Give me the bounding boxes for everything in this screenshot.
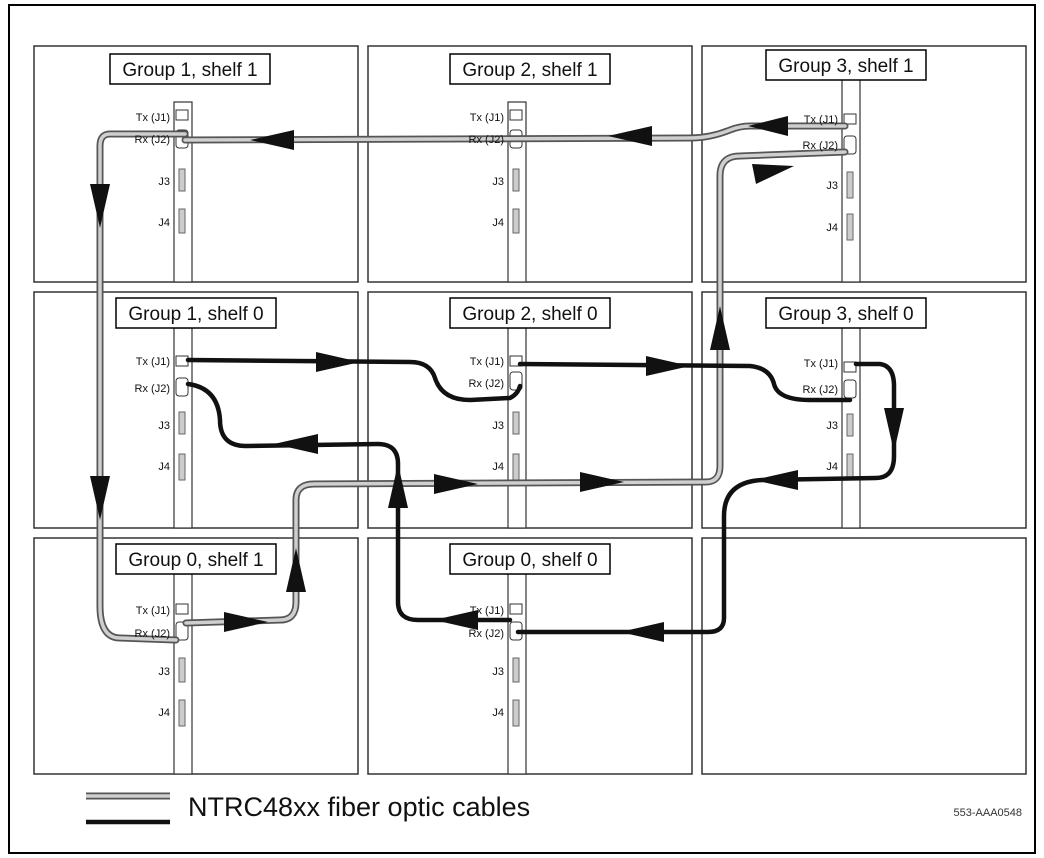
shelf-title: Group 2, shelf 1	[462, 60, 597, 81]
arrow-left-1	[250, 130, 294, 150]
arrow-up-3	[388, 464, 408, 508]
shelf-titles: Group 1, shelf 1 Group 2, shelf 1 Group …	[109, 49, 927, 575]
port-label-tx: Tx (J1)	[470, 356, 504, 368]
port-label-rx: Rx (J2)	[135, 134, 170, 146]
panel-g0s0	[367, 537, 693, 775]
arrow-left-7	[274, 434, 318, 454]
panel-g3s0	[701, 291, 1027, 529]
port-label-j3: J3	[158, 176, 170, 188]
card-g2s0	[507, 327, 527, 529]
arrow-down-3	[884, 408, 904, 452]
card-g3s1	[841, 61, 861, 283]
port-label-j3: J3	[826, 180, 838, 192]
card-g1s1	[173, 101, 193, 283]
port-label-j4: J4	[158, 461, 170, 473]
card-g0s0	[507, 573, 527, 775]
gray-cables	[96, 122, 849, 644]
title-box-g1s1: Group 1, shelf 1	[109, 53, 271, 85]
diagram-frame: Group 1, shelf 1 Group 2, shelf 1 Group …	[8, 4, 1036, 854]
arrow-right-1	[224, 612, 268, 632]
title-box-g0s1: Group 0, shelf 1	[115, 543, 277, 575]
arrow-left-2	[608, 126, 652, 146]
port-label-tx: Tx (J1)	[470, 112, 504, 124]
port-label-rx: Rx (J2)	[803, 384, 838, 396]
title-box-g1s0: Group 1, shelf 0	[115, 297, 277, 329]
shelf-title: Group 0, shelf 1	[128, 550, 263, 571]
shelf-title: Group 1, shelf 1	[122, 60, 257, 81]
shelf-cards	[173, 61, 861, 775]
arrow-left-4	[754, 470, 798, 490]
arrow-up-1	[286, 548, 306, 592]
port-label-j3: J3	[492, 176, 504, 188]
arrow-left-6	[434, 610, 478, 630]
port-label-j4: J4	[492, 461, 504, 473]
shelf-title: Group 1, shelf 0	[128, 304, 263, 325]
port-label-j4: J4	[826, 461, 838, 473]
port-label-rx: Rx (J2)	[803, 140, 838, 152]
arrowheads	[90, 116, 904, 642]
shelf-panels	[33, 45, 1027, 775]
arrow-down-2	[90, 476, 110, 520]
shelf-title: Group 2, shelf 0	[462, 304, 597, 325]
port-label-tx: Tx (J1)	[470, 605, 504, 617]
legend-label: NTRC48xx fiber optic cables	[188, 792, 530, 822]
port-label-tx: Tx (J1)	[804, 358, 838, 370]
port-label-j4: J4	[158, 707, 170, 719]
port-label-j3: J3	[492, 420, 504, 432]
port-label-j4: J4	[492, 217, 504, 229]
arrow-right-3	[580, 472, 624, 492]
shelf-title: Group 3, shelf 0	[778, 304, 913, 325]
card-g0s1	[173, 573, 193, 775]
arrow-right-6	[646, 356, 690, 376]
arrow-left-5	[620, 622, 664, 642]
panel-empty	[701, 537, 1027, 775]
port-label-j4: J4	[492, 707, 504, 719]
shelf-title: Group 3, shelf 1	[778, 56, 913, 77]
port-label-rx: Rx (J2)	[469, 628, 504, 640]
fiber-cabling-diagram: Group 1, shelf 1 Group 2, shelf 1 Group …	[33, 45, 1027, 825]
legend: NTRC48xx fiber optic cables 553-AAA0548	[86, 792, 1023, 825]
title-box-g3s1: Group 3, shelf 1	[765, 49, 927, 81]
card-g3s0	[841, 305, 861, 529]
panel-g2s1	[367, 45, 693, 283]
title-box-g0s0: Group 0, shelf 0	[449, 543, 611, 575]
arrow-right-4	[752, 164, 794, 184]
arrow-left-3	[748, 116, 788, 136]
panel-g0s1	[33, 537, 359, 775]
port-label-rx: Rx (J2)	[135, 628, 170, 640]
arrow-right-2	[434, 474, 478, 494]
port-label-j3: J3	[158, 420, 170, 432]
port-label-j4: J4	[826, 222, 838, 234]
figure-ref: 553-AAA0548	[954, 807, 1023, 819]
title-box-g2s1: Group 2, shelf 1	[449, 53, 611, 85]
arrow-up-2	[710, 306, 730, 350]
panel-g1s0	[33, 291, 359, 529]
panel-g3s1	[701, 45, 1027, 283]
card-g2s1	[507, 101, 527, 283]
panel-g1s1	[33, 45, 359, 283]
port-label-j3: J3	[492, 666, 504, 678]
port-label-rx: Rx (J2)	[135, 383, 170, 395]
title-box-g3s0: Group 3, shelf 0	[765, 297, 927, 329]
port-label-tx: Tx (J1)	[804, 114, 838, 126]
arrow-down-1	[90, 184, 110, 228]
port-label-tx: Tx (J1)	[136, 605, 170, 617]
port-label-j3: J3	[158, 666, 170, 678]
arrow-right-5	[316, 352, 360, 372]
port-label-j4: J4	[158, 217, 170, 229]
panel-g2s0	[367, 291, 693, 529]
port-label-rx: Rx (J2)	[469, 134, 504, 146]
port-label-j3: J3	[826, 420, 838, 432]
shelf-title: Group 0, shelf 0	[462, 550, 597, 571]
port-label-tx: Tx (J1)	[136, 356, 170, 368]
title-box-g2s0: Group 2, shelf 0	[449, 297, 611, 329]
port-label-tx: Tx (J1)	[136, 112, 170, 124]
port-labels: Tx (J1) Rx (J2) J3 J4 Tx (J1) Rx (J2) J3…	[135, 112, 838, 719]
port-label-rx: Rx (J2)	[469, 378, 504, 390]
